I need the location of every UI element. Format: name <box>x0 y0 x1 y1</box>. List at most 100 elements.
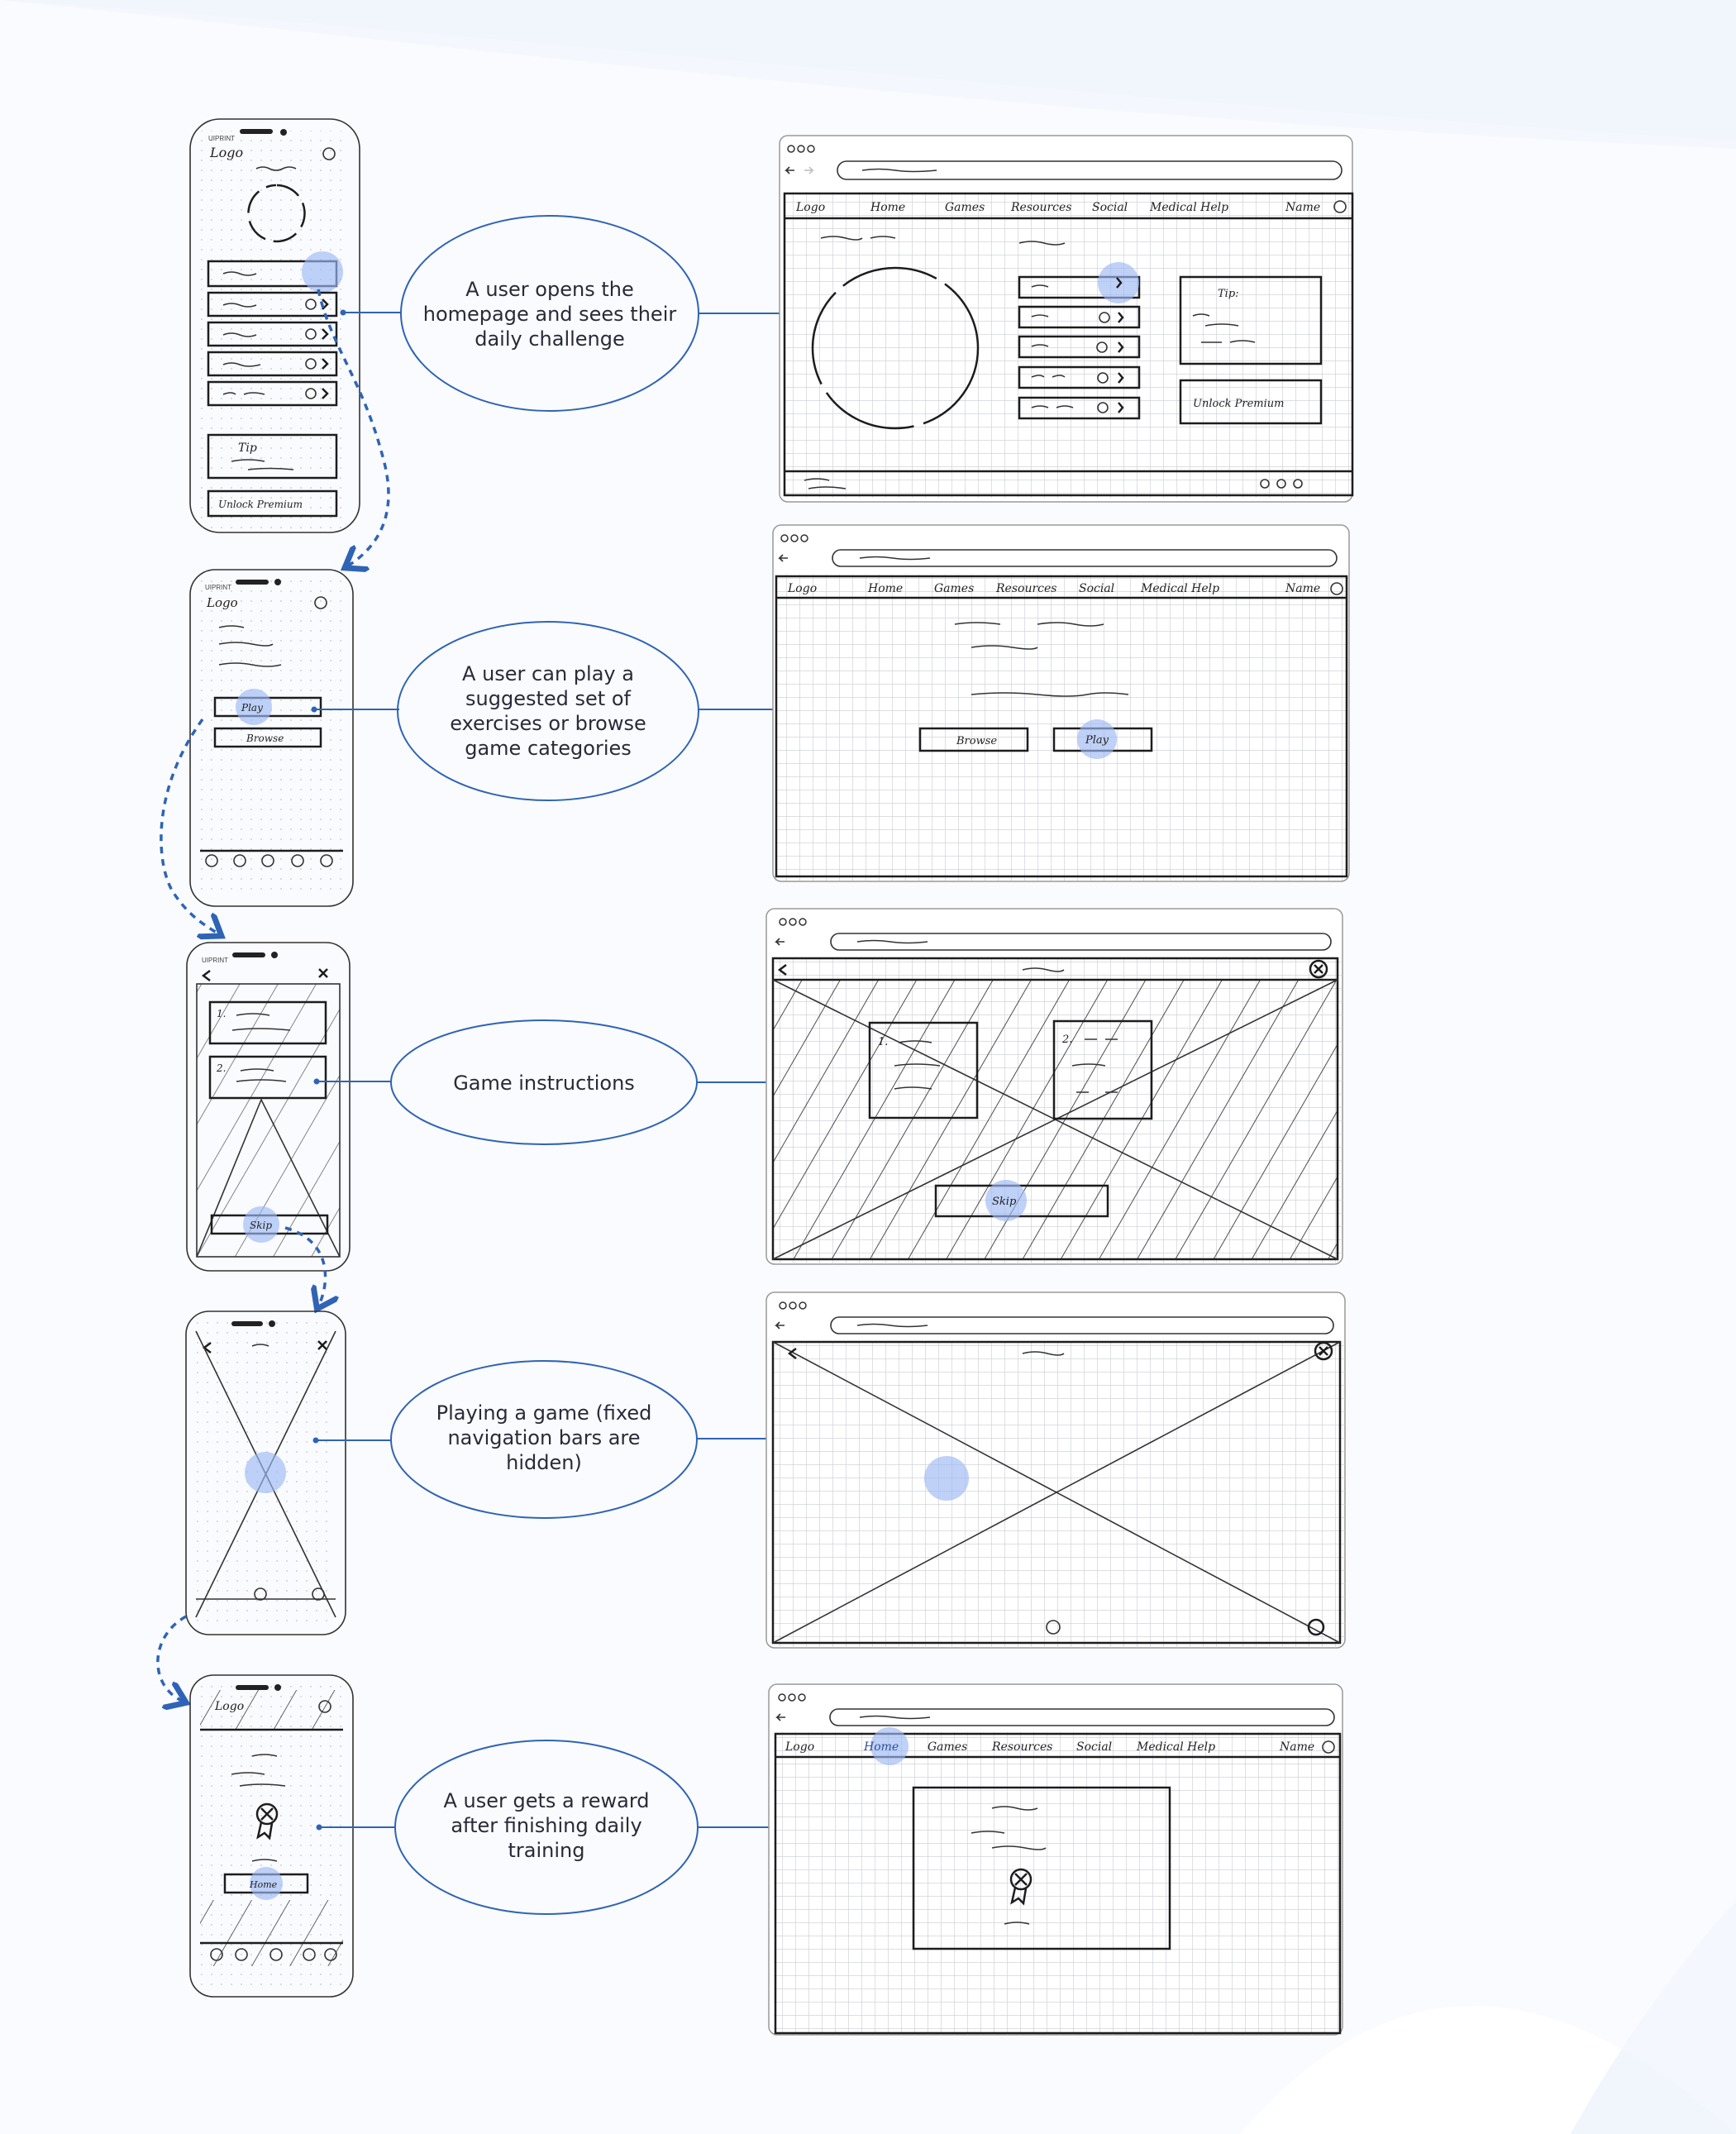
logo: Logo <box>209 145 243 160</box>
back-arrow-icon <box>785 166 794 174</box>
list-item[interactable] <box>1018 396 1141 420</box>
tab-bar-icons[interactable] <box>210 1948 337 1961</box>
social-icons <box>1260 479 1303 489</box>
logo: Logo <box>795 201 825 214</box>
tap-indicator <box>243 1206 279 1243</box>
address-bar[interactable] <box>832 549 1338 567</box>
flow-arrow <box>160 718 219 934</box>
list-item[interactable] <box>1018 365 1141 389</box>
window-controls-icon <box>787 145 815 153</box>
unlock-premium-label: Unlock Premium <box>218 499 303 510</box>
close-icon[interactable] <box>1314 1341 1333 1361</box>
nav-games[interactable]: Games <box>945 201 985 214</box>
list-item[interactable] <box>1018 335 1141 359</box>
chevron-right-icon <box>322 298 329 399</box>
close-icon[interactable] <box>318 968 328 978</box>
browse-button[interactable] <box>213 727 322 748</box>
list-item[interactable] <box>1018 275 1141 299</box>
nav-social[interactable]: Social <box>1076 1740 1112 1754</box>
check-icon <box>305 298 317 399</box>
tap-indicator <box>1098 262 1139 303</box>
caption-line: homepage and sees their <box>423 303 677 326</box>
caption-line: suggested set of <box>465 687 631 710</box>
help-icon[interactable] <box>1307 1618 1325 1636</box>
list-item[interactable] <box>207 351 338 377</box>
caption-line: A user opens the <box>465 278 633 301</box>
pause-icon[interactable] <box>254 1587 267 1601</box>
unlock-premium-button[interactable] <box>1179 379 1323 425</box>
help-icon[interactable] <box>312 1587 325 1601</box>
nav-resources[interactable]: Resources <box>991 1740 1052 1754</box>
tap-indicator <box>985 1180 1027 1221</box>
address-bar[interactable] <box>837 160 1343 180</box>
list-item[interactable] <box>207 291 338 317</box>
nav-user-name[interactable]: Name <box>1279 1740 1314 1754</box>
flow-arrow <box>317 289 390 566</box>
step-number: 2. <box>1061 1034 1072 1046</box>
caption-line: after finishing daily <box>451 1814 641 1837</box>
address-bar[interactable] <box>830 1316 1334 1334</box>
unlock-premium-button[interactable] <box>207 489 338 518</box>
skip-button[interactable] <box>934 1184 1109 1218</box>
profile-icon <box>322 147 336 160</box>
tip-card <box>207 433 338 480</box>
reward-modal <box>912 1786 1171 1950</box>
nav-home[interactable]: Home <box>867 582 903 595</box>
caption-line: exercises or browse <box>450 712 646 735</box>
caption-line: game categories <box>465 737 632 760</box>
forward-arrow-icon <box>804 166 814 174</box>
nav-user-name[interactable]: Name <box>1285 582 1320 595</box>
skip-label: Skip <box>992 1196 1017 1208</box>
nav-resources[interactable]: Resources <box>1010 201 1071 214</box>
back-icon[interactable] <box>201 970 211 981</box>
device-brand: UIPRINT <box>208 135 235 142</box>
nav-social[interactable]: Social <box>1092 201 1128 214</box>
unlock-premium-label: Unlock Premium <box>1193 398 1284 410</box>
close-icon[interactable] <box>317 1340 327 1350</box>
window-controls-icon <box>780 534 808 542</box>
step-2-mobile-suggestions: UIPRINT Logo Play Browse <box>189 569 354 907</box>
step-number: 1. <box>217 1008 226 1019</box>
tap-indicator <box>245 1452 286 1493</box>
tap-indicator <box>250 1867 283 1900</box>
nav-user-name[interactable]: Name <box>1285 201 1320 214</box>
close-icon[interactable] <box>1309 959 1328 979</box>
back-icon[interactable] <box>787 1348 797 1359</box>
address-bar[interactable] <box>830 933 1332 951</box>
nav-medical-help[interactable]: Medical Help <box>1149 201 1228 214</box>
reward-badge-icon <box>1009 1868 1033 1891</box>
nav-games[interactable]: Games <box>934 582 974 595</box>
nav-games[interactable]: Games <box>928 1740 967 1754</box>
nav-social[interactable]: Social <box>1079 582 1114 595</box>
step-1-desktop-homepage: Logo Home Games Resources Social Medical… <box>779 135 1354 503</box>
chevron-right-icon <box>1116 277 1124 413</box>
nav-home[interactable]: Home <box>863 1740 899 1754</box>
list-item[interactable] <box>207 380 338 407</box>
caption-line: Playing a game (fixed <box>436 1401 652 1425</box>
nav-medical-help[interactable]: Medical Help <box>1140 582 1219 595</box>
list-item[interactable] <box>207 321 338 347</box>
instruction-card <box>208 1000 327 1045</box>
home-button-label: Home <box>249 1879 278 1890</box>
back-icon[interactable] <box>777 964 787 976</box>
caption-line: A user can play a <box>462 662 634 685</box>
nav-resources[interactable]: Resources <box>995 582 1056 595</box>
tab-bar-icons[interactable] <box>205 854 333 867</box>
caption-line: navigation bars are <box>447 1426 640 1449</box>
step-5-desktop-reward: Logo Home Games Resources Social Medical… <box>768 1683 1343 2036</box>
back-arrow-icon <box>775 938 785 946</box>
instruction-card <box>208 1055 327 1100</box>
browse-button[interactable] <box>918 727 1029 752</box>
step-2-desktop-suggestions: Logo Home Games Resources Social Medical… <box>772 524 1350 882</box>
profile-icon <box>1330 582 1343 595</box>
list-item[interactable] <box>1018 305 1141 329</box>
nav-home[interactable]: Home <box>870 201 905 214</box>
reward-badge-icon <box>255 1802 279 1826</box>
pause-icon[interactable] <box>1046 1620 1061 1635</box>
address-bar[interactable] <box>829 1708 1335 1726</box>
nav-medical-help[interactable]: Medical Help <box>1136 1740 1215 1754</box>
